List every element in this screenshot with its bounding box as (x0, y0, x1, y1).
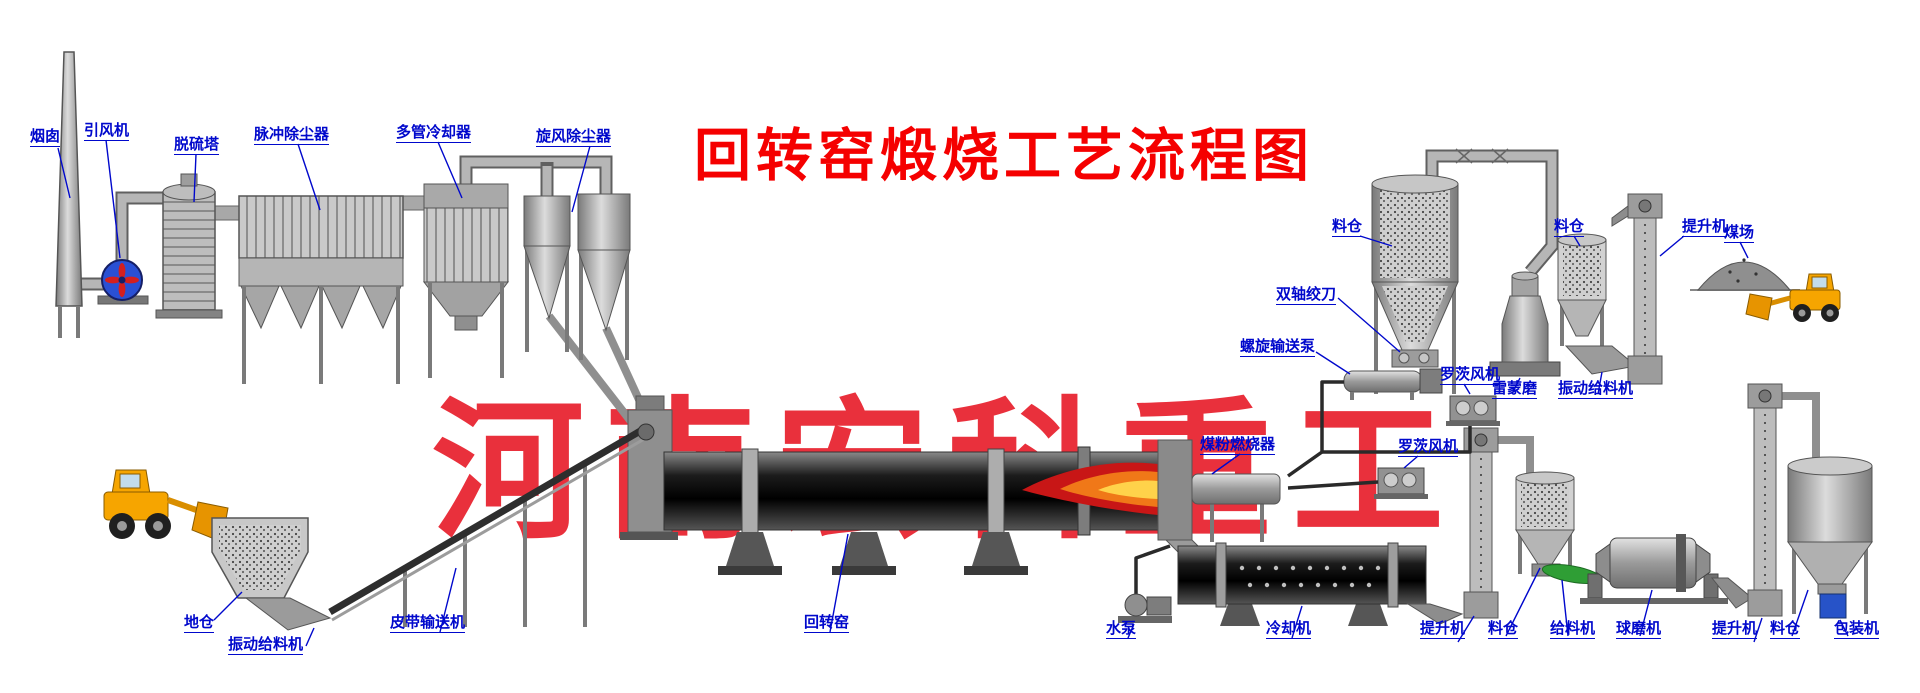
rotary-kiln-shape (663, 446, 1161, 575)
label-coal-burner: 煤粉燃烧器 (1200, 436, 1276, 455)
water-pump-shape (1118, 544, 1172, 623)
label-screw-conveyor-pump: 螺旋输送泵 (1240, 338, 1316, 357)
silo1-shape (1371, 174, 1459, 394)
elevator2-shape (1463, 427, 1499, 619)
label-leader-lines (57, 139, 1849, 647)
label-silo-3: 料仓 (1488, 620, 1519, 639)
cooler-holes (1239, 565, 1381, 588)
coal-yard-shape (1690, 258, 1800, 291)
label-silo-1: 料仓 (1332, 218, 1363, 237)
wheel-loader-right-shape (1745, 273, 1841, 322)
roots-blower2-shape (1374, 467, 1428, 499)
double-shaft-auger-shape (1391, 349, 1439, 368)
label-packer: 包装机 (1834, 620, 1880, 639)
label-raymond-mill: 雷蒙磨 (1492, 380, 1538, 399)
multi-tube-cooler-shape (422, 183, 510, 378)
label-feeder: 给料机 (1550, 620, 1596, 639)
silo4-shape (1787, 456, 1873, 614)
label-coal-yard: 煤场 (1724, 224, 1755, 243)
label-cyclone-dust-collector: 旋风除尘器 (536, 128, 612, 147)
label-chimney: 烟囱 (30, 128, 61, 147)
belt-conveyor-shape (328, 423, 655, 627)
label-vibrating-feeder-right: 振动给料机 (1558, 380, 1634, 399)
label-cooler: 冷却机 (1266, 620, 1312, 639)
induced-draft-fan-shape (97, 259, 149, 305)
label-induced-draft-fan: 引风机 (84, 122, 130, 141)
label-rotary-kiln: 回转窑 (804, 614, 850, 633)
silo3-shape (1515, 471, 1575, 574)
label-silo-4: 料仓 (1770, 620, 1801, 639)
elevator3-shape (1747, 383, 1783, 617)
label-belt-conveyor: 皮带输送机 (390, 614, 466, 633)
label-ball-mill: 球磨机 (1616, 620, 1662, 639)
cyclone-dust-collector-shape (523, 193, 631, 360)
desulfurization-tower-shape (155, 173, 223, 319)
label-ground-bin: 地仓 (184, 614, 215, 633)
page-title: 回转窑煅烧工艺流程图 (694, 124, 1314, 188)
label-elevator-3: 提升机 (1712, 620, 1758, 639)
screw-conveyor-pump-shape (1343, 368, 1443, 400)
label-roots-blower-1: 罗茨风机 (1440, 366, 1501, 385)
label-elevator-2: 提升机 (1420, 620, 1466, 639)
roots-blower1-shape (1446, 395, 1500, 426)
raymond-mill-shape (1489, 271, 1561, 377)
ball-mill-shape (1580, 534, 1753, 609)
vibrating-feeder-right-shape (1564, 345, 1638, 375)
label-desulfurization-tower: 脱硫塔 (174, 136, 220, 155)
label-water-pump: 水泵 (1106, 620, 1137, 639)
label-silo-2: 料仓 (1554, 218, 1585, 237)
wheel-loader-left-shape (103, 469, 229, 543)
label-vibrating-feeder-left: 振动给料机 (228, 636, 304, 655)
label-roots-blower-2: 罗茨风机 (1398, 438, 1459, 457)
label-double-shaft-auger: 双轴绞刀 (1276, 286, 1337, 305)
ground-bin-shape (211, 517, 332, 631)
coal-burner-shape (1191, 473, 1281, 542)
pulse-dust-collector-shape (238, 195, 404, 384)
cooler-shape (1177, 542, 1464, 626)
label-pulse-dust-collector: 脉冲除尘器 (254, 126, 330, 145)
packing-machine-shape (1817, 583, 1847, 619)
elevator1-shape (1611, 193, 1663, 385)
coal-pipes (1286, 380, 1472, 490)
chimney-shape (55, 51, 83, 338)
label-multi-tube-cooler: 多管冷却器 (396, 124, 472, 143)
kiln-flame-icon (1022, 462, 1158, 515)
silo2-shape (1557, 233, 1607, 346)
label-elevator-1: 提升机 (1682, 218, 1728, 237)
fan-blades-icon (105, 263, 139, 297)
